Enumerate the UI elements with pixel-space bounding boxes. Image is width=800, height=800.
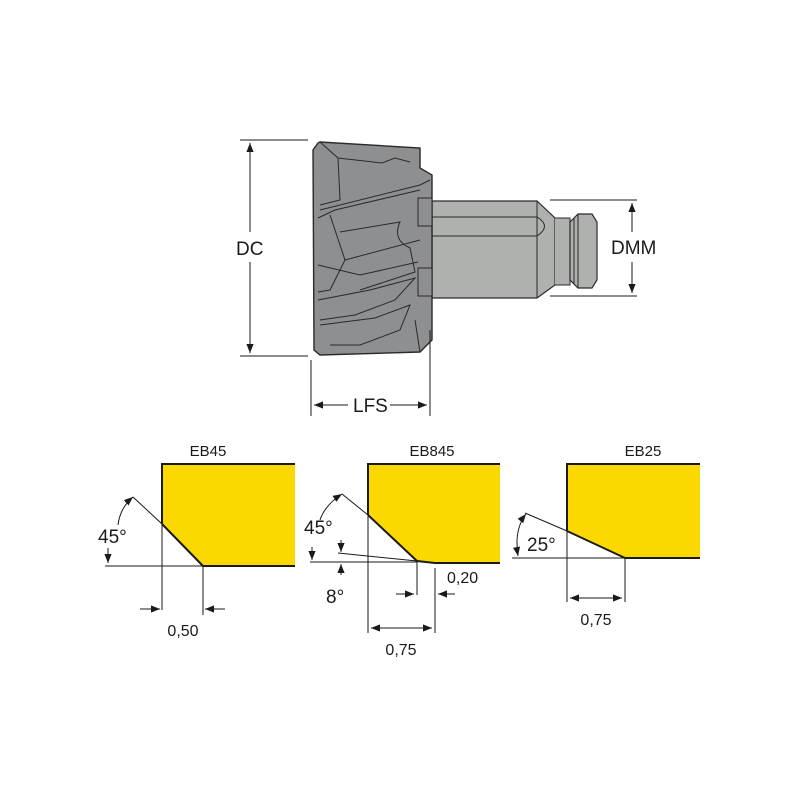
lfs-dimension: LFS (310, 330, 431, 417)
land-label: 0,20 (447, 570, 478, 587)
width-label: 0,50 (167, 623, 198, 640)
tool-shank (431, 200, 598, 299)
profile-title: EB45 (190, 443, 227, 460)
angle-label: 45° (98, 527, 127, 548)
profile-eb845: EB845 45° 8° 0,20 0,75 (304, 443, 500, 659)
lfs-label: LFS (353, 396, 388, 417)
secondary-angle-label: 8° (326, 587, 344, 608)
angle-label: 45° (304, 518, 333, 539)
angle-label: 25° (527, 535, 556, 556)
dc-label: DC (236, 239, 263, 260)
dc-dimension: DC (236, 139, 308, 357)
profile-eb25: EB25 25° 0,75 (512, 443, 700, 629)
dmm-label: DMM (611, 238, 656, 259)
profile-title: EB25 (625, 443, 662, 460)
milling-tool: DC DMM LFS (236, 139, 656, 417)
width-label: 0,75 (580, 612, 611, 629)
tool-head (312, 141, 433, 356)
dmm-dimension: DMM (550, 199, 656, 297)
width-label: 0,75 (385, 642, 416, 659)
profile-eb45: EB45 45° 0,50 (98, 443, 295, 640)
profile-title: EB845 (409, 443, 454, 460)
